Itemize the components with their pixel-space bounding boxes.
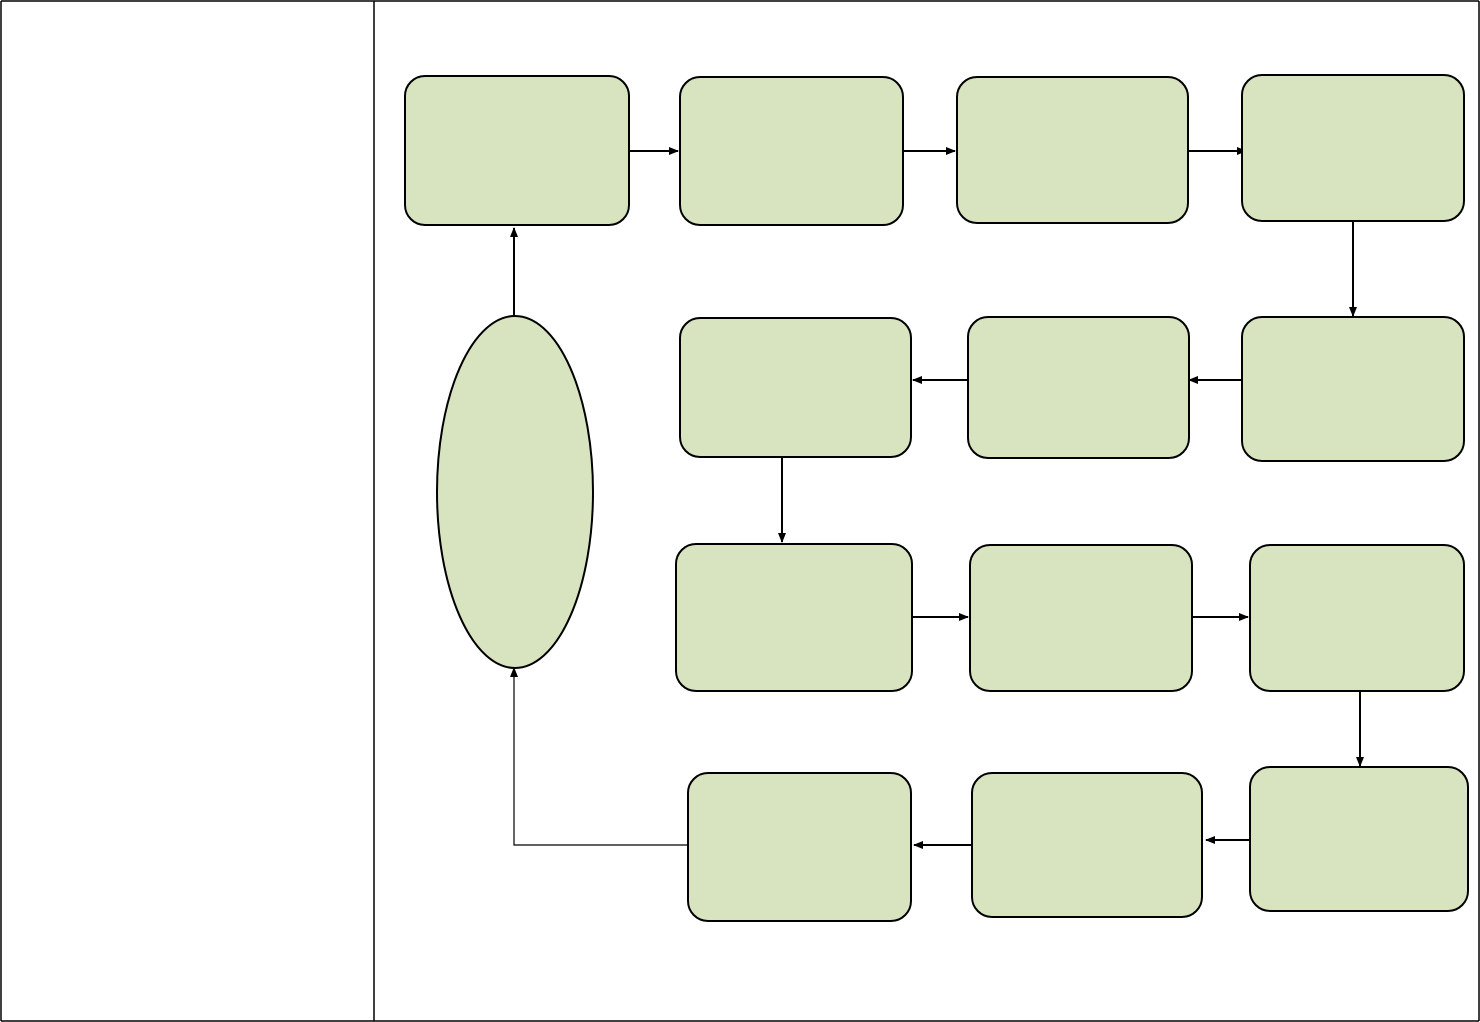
step-3-box <box>956 76 1189 224</box>
nodes <box>404 74 1469 922</box>
step-10-box <box>1249 544 1465 692</box>
step-1-box <box>404 75 630 226</box>
step-9-box <box>969 544 1193 692</box>
connectors <box>510 147 1364 849</box>
step-8-box <box>675 543 913 692</box>
step-4-box <box>1241 74 1465 222</box>
step-6-box <box>967 316 1190 459</box>
step-12-box <box>971 772 1203 918</box>
arrow-step-13-to-center <box>510 667 688 846</box>
step-7-box <box>679 317 912 458</box>
step-13-box <box>687 772 912 922</box>
step-2-box <box>679 76 904 226</box>
step-5-box <box>1241 316 1465 462</box>
step-11-box <box>1249 766 1469 912</box>
center-ellipse-node <box>436 315 594 669</box>
